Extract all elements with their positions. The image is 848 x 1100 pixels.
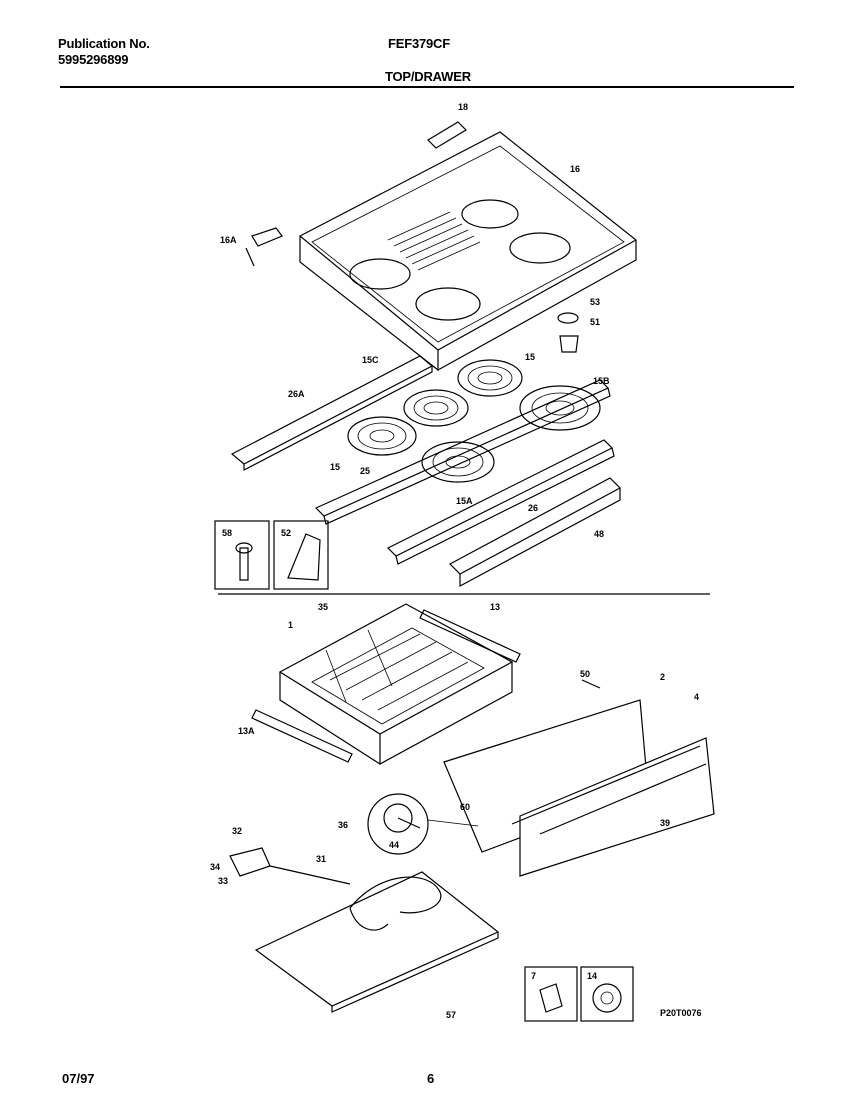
inset-7-14 (524, 966, 634, 1022)
label-16A: 16A (220, 235, 237, 245)
model-number: FEF379CF (388, 36, 450, 51)
label-36: 36 (338, 820, 348, 830)
label-13: 13 (490, 602, 500, 612)
label-26: 26 (528, 503, 538, 513)
label-32: 32 (232, 826, 242, 836)
label-58: 58 (222, 528, 232, 538)
footer-page-number: 6 (427, 1071, 435, 1086)
label-15A: 15A (456, 496, 473, 506)
bottom-panel (229, 847, 500, 1013)
drawer-assembly (251, 603, 521, 766)
label-44: 44 (389, 840, 399, 850)
label-7: 7 (531, 971, 536, 981)
label-34: 34 (210, 862, 220, 872)
label-39: 39 (660, 818, 670, 828)
label-26A: 26A (288, 389, 305, 399)
footer-date: 07/97 (62, 1071, 95, 1086)
label-31: 31 (316, 854, 326, 864)
publication-number: 5995296899 (58, 52, 129, 67)
label-35: 35 (318, 602, 328, 612)
drawer-front (443, 679, 715, 877)
label-4: 4 (694, 692, 699, 702)
part-labels: 18 16 16A 53 51 15C 15 15B 26A 15 25 15A… (210, 102, 702, 1020)
label-25: 25 (360, 466, 370, 476)
label-51: 51 (590, 317, 600, 327)
label-16: 16 (570, 164, 580, 174)
label-15-top: 15 (525, 352, 535, 362)
label-13A: 13A (238, 726, 255, 736)
label-60: 60 (460, 802, 470, 812)
label-15C: 15C (362, 355, 379, 365)
label-2: 2 (660, 672, 665, 682)
label-48: 48 (594, 529, 604, 539)
label-53: 53 (590, 297, 600, 307)
label-15-left: 15 (330, 462, 340, 472)
label-52: 52 (281, 528, 291, 538)
label-14: 14 (587, 971, 597, 981)
inset-58-52 (214, 520, 329, 590)
cooktop-part (245, 121, 638, 372)
section-title: TOP/DRAWER (385, 69, 471, 84)
label-1: 1 (288, 620, 293, 630)
label-33: 33 (218, 876, 228, 886)
diagram-code: P20T0076 (660, 1008, 702, 1018)
hardware-53-51 (557, 312, 579, 353)
header-rule (60, 86, 794, 88)
surface-elements (347, 359, 601, 483)
publication-label: Publication No. (58, 36, 150, 51)
label-18: 18 (458, 102, 468, 112)
glide-detail-44 (367, 793, 479, 855)
label-15B: 15B (593, 376, 610, 386)
label-50: 50 (580, 669, 590, 679)
label-57: 57 (446, 1010, 456, 1020)
support-brackets (230, 355, 621, 588)
